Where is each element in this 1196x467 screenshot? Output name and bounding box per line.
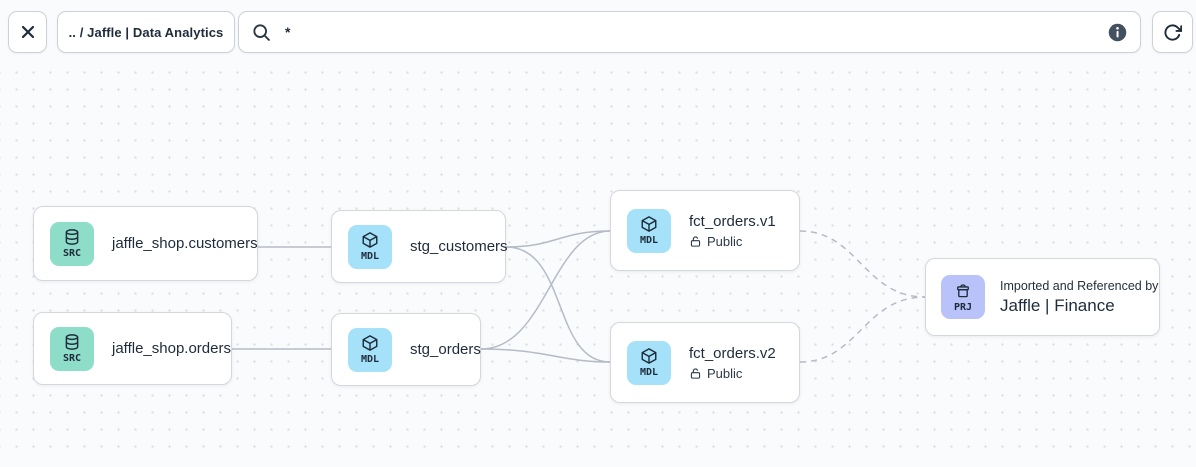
node-title: jaffle_shop.orders [112, 340, 231, 357]
breadcrumb[interactable]: .. / Jaffle | Data Analytics [57, 11, 235, 53]
cube-icon [640, 347, 658, 365]
source-type-badge: SRC [50, 221, 94, 266]
model-type-badge: MDL [348, 224, 392, 269]
lineage-node-model-fct-orders-v2[interactable]: MDL fct_orders.v2 Public [610, 322, 800, 403]
close-icon [18, 22, 38, 42]
node-text: fct_orders.v2 Public [689, 345, 776, 381]
database-icon [63, 333, 81, 351]
refresh-icon [1163, 23, 1182, 42]
model-type-badge: MDL [627, 208, 671, 253]
badge-label: SRC [62, 248, 82, 259]
search-box[interactable] [238, 11, 1141, 53]
lineage-node-source-jaffle-shop-customers[interactable]: SRC jaffle_shop.customers [33, 206, 258, 281]
lineage-node-model-stg-customers[interactable]: MDL stg_customers [331, 210, 508, 283]
node-title: fct_orders.v1 [689, 212, 776, 230]
cube-icon [361, 334, 379, 352]
unlock-icon [689, 235, 702, 248]
node-title: jaffle_shop.customers [112, 235, 258, 252]
badge-label: MDL [360, 251, 380, 262]
node-text: Imported and Referenced by Jaffle | Fina… [1000, 279, 1158, 316]
cube-icon [361, 231, 379, 249]
search-input[interactable] [283, 23, 1096, 41]
badge-label: SRC [62, 353, 82, 364]
info-icon[interactable] [1107, 22, 1128, 43]
lineage-node-model-stg-orders[interactable]: MDL stg_orders [331, 313, 481, 386]
breadcrumb-label: .. / Jaffle | Data Analytics [68, 24, 224, 40]
database-icon [63, 228, 81, 246]
node-title: stg_customers [410, 238, 508, 255]
badge-label: PRJ [953, 301, 973, 313]
source-type-badge: SRC [50, 326, 94, 371]
node-text: fct_orders.v1 Public [689, 213, 776, 249]
access-row: Public [689, 234, 776, 249]
model-type-badge: MDL [627, 340, 671, 385]
unlock-icon [689, 367, 702, 380]
node-subtitle: Imported and Referenced by [1000, 278, 1159, 293]
refresh-button[interactable] [1152, 11, 1193, 53]
node-title: Jaffle | Finance [1000, 295, 1115, 315]
search-icon [251, 22, 272, 43]
archive-box-icon [954, 282, 972, 300]
node-title: stg_orders [410, 341, 481, 358]
access-label: Public [707, 365, 743, 381]
badge-label: MDL [360, 354, 380, 365]
lineage-node-model-fct-orders-v1[interactable]: MDL fct_orders.v1 Public [610, 190, 800, 271]
lineage-node-source-jaffle-shop-orders[interactable]: SRC jaffle_shop.orders [33, 312, 232, 385]
badge-label: MDL [639, 367, 659, 378]
project-type-badge: PRJ [941, 275, 985, 319]
node-title: fct_orders.v2 [689, 344, 776, 362]
access-row: Public [689, 366, 776, 381]
model-type-badge: MDL [348, 327, 392, 372]
lineage-node-project-jaffle-finance[interactable]: PRJ Imported and Referenced by Jaffle | … [925, 258, 1160, 336]
badge-label: MDL [639, 235, 659, 246]
access-label: Public [707, 233, 743, 249]
close-button[interactable] [8, 11, 47, 53]
cube-icon [640, 215, 658, 233]
